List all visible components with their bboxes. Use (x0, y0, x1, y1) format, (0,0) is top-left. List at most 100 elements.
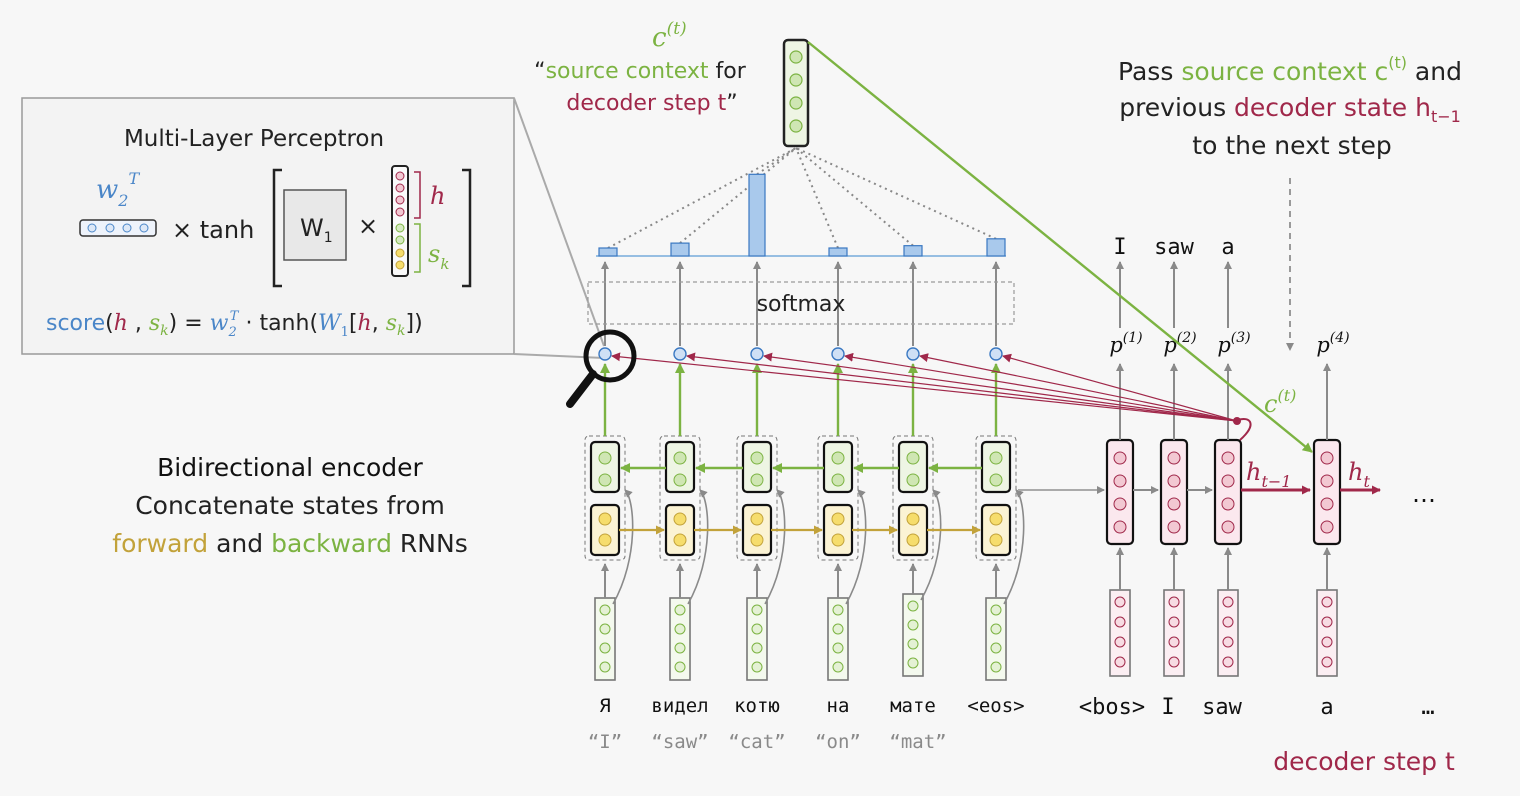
score-node (673, 347, 687, 361)
decoder-input-token: … (1421, 695, 1434, 720)
embedding-neuron (990, 642, 1002, 654)
decoder-neuron (1320, 497, 1334, 511)
decoder-input-token: a (1320, 695, 1333, 720)
backward-state (589, 440, 621, 494)
embedding-neuron (751, 604, 763, 616)
times-tanh: × tanh (172, 216, 254, 244)
embedding-neuron (599, 642, 611, 654)
decoder-ellipsis: … (1412, 480, 1436, 508)
embedding-neuron (1168, 656, 1180, 668)
forward-neuron (989, 533, 1003, 547)
h-cur-label: ht (1348, 458, 1370, 491)
embedding-neuron (1222, 616, 1234, 628)
attention-bar (598, 247, 618, 257)
pass-line2: previous decoder state ht−1 (1119, 93, 1461, 126)
attention-dotted-line (756, 147, 797, 176)
embedding-neuron (907, 600, 919, 612)
embedding-to-backward-arrow (845, 489, 867, 605)
score-formula: score(h , sk) = w2T · tanh(W1[h, sk]) (46, 309, 423, 340)
decoder-neuron (1320, 474, 1334, 488)
decoder-input-token: <bos> (1079, 695, 1145, 720)
pass-note: Pass source context c(t) and previous de… (1118, 53, 1462, 351)
backward-neuron (750, 451, 764, 465)
h-prev-loop (1237, 418, 1252, 441)
embedding-neuron (1114, 596, 1126, 608)
h-prev-label: ht−1 (1246, 458, 1291, 491)
softmax-label: softmax (757, 292, 846, 317)
embedding-neuron (1222, 596, 1234, 608)
embedding-to-backward-arrow (687, 489, 709, 605)
context-to-decoder-arrow (807, 41, 1313, 453)
query-arrow (611, 352, 1238, 422)
w1-matrix (283, 189, 347, 261)
score-node (598, 347, 612, 361)
source-translation: “I” (588, 731, 622, 753)
source-word: видел (651, 695, 708, 717)
score-node (906, 347, 920, 361)
output-token: I (1113, 235, 1126, 260)
concat-vector (391, 165, 409, 277)
softmax-box (587, 281, 1015, 325)
embedding-neuron (1114, 636, 1126, 648)
embedding-neuron (1321, 616, 1333, 628)
backward-neuron (673, 451, 687, 465)
embedding-neuron (1321, 636, 1333, 648)
score-node (750, 347, 764, 361)
embedding-neuron (751, 661, 763, 673)
embedding-to-backward-arrow (1003, 489, 1025, 605)
attention-dotted-line (679, 147, 797, 244)
embedding-neuron (674, 623, 686, 635)
attention-bar (828, 247, 848, 257)
context-top: c(t) “source context for decoder step t” (534, 19, 810, 148)
query-arrow (919, 353, 1238, 422)
embedding-neuron (751, 623, 763, 635)
embedding-neuron (907, 619, 919, 631)
backward-neuron (989, 451, 1003, 465)
forward-neuron (750, 533, 764, 547)
embedding-to-backward-arrow (612, 489, 634, 605)
decoder-neuron (1113, 451, 1127, 465)
source-translation: “on” (815, 731, 861, 753)
forward-neuron (831, 512, 845, 526)
source-word: Я (599, 695, 610, 717)
encoder-line3: forward and backward RNNs (112, 529, 467, 558)
attention-bar (670, 242, 690, 257)
probability-label: p(4) (1316, 330, 1349, 357)
magnifier-icon (566, 329, 637, 408)
output-token: a (1221, 235, 1234, 260)
embedding-neuron (1114, 616, 1126, 628)
source-translation: “cat” (728, 731, 785, 753)
forward-neuron (906, 512, 920, 526)
embedding-neuron (599, 604, 611, 616)
embedding-neuron (832, 623, 844, 635)
forward-state (980, 503, 1012, 557)
attention-dotted-line (795, 147, 914, 247)
embedding-to-backward-arrow (764, 489, 786, 605)
decoder-step-label: decoder step t (1273, 747, 1455, 776)
decoder-neuron (1167, 520, 1181, 534)
source-word: на (827, 695, 850, 717)
decoder-neuron (1167, 474, 1181, 488)
pass-line3: to the next step (1192, 131, 1391, 160)
decoder-neuron (1167, 497, 1181, 511)
pass-line1: Pass source context c(t) and (1118, 53, 1462, 86)
context-line1: “source context for (534, 59, 747, 84)
decoder-neuron (1221, 497, 1235, 511)
decoder-neuron (1320, 520, 1334, 534)
attention-dotted-line (795, 147, 997, 240)
w2-vector (79, 219, 157, 237)
context-line2: decoder step t” (566, 91, 737, 116)
embedding-neuron (1321, 596, 1333, 608)
encoder-note: Bidirectional encoder Concatenate states… (112, 453, 467, 558)
forward-neuron (831, 533, 845, 547)
embedding-neuron (674, 642, 686, 654)
embedding-neuron (990, 604, 1002, 616)
h-label: h (430, 182, 445, 210)
embedding-neuron (1222, 636, 1234, 648)
embedding-neuron (1168, 636, 1180, 648)
query-arrow (763, 352, 1238, 422)
query-arrow (844, 352, 1238, 422)
backward-neuron (989, 473, 1003, 487)
forward-neuron (598, 533, 612, 547)
